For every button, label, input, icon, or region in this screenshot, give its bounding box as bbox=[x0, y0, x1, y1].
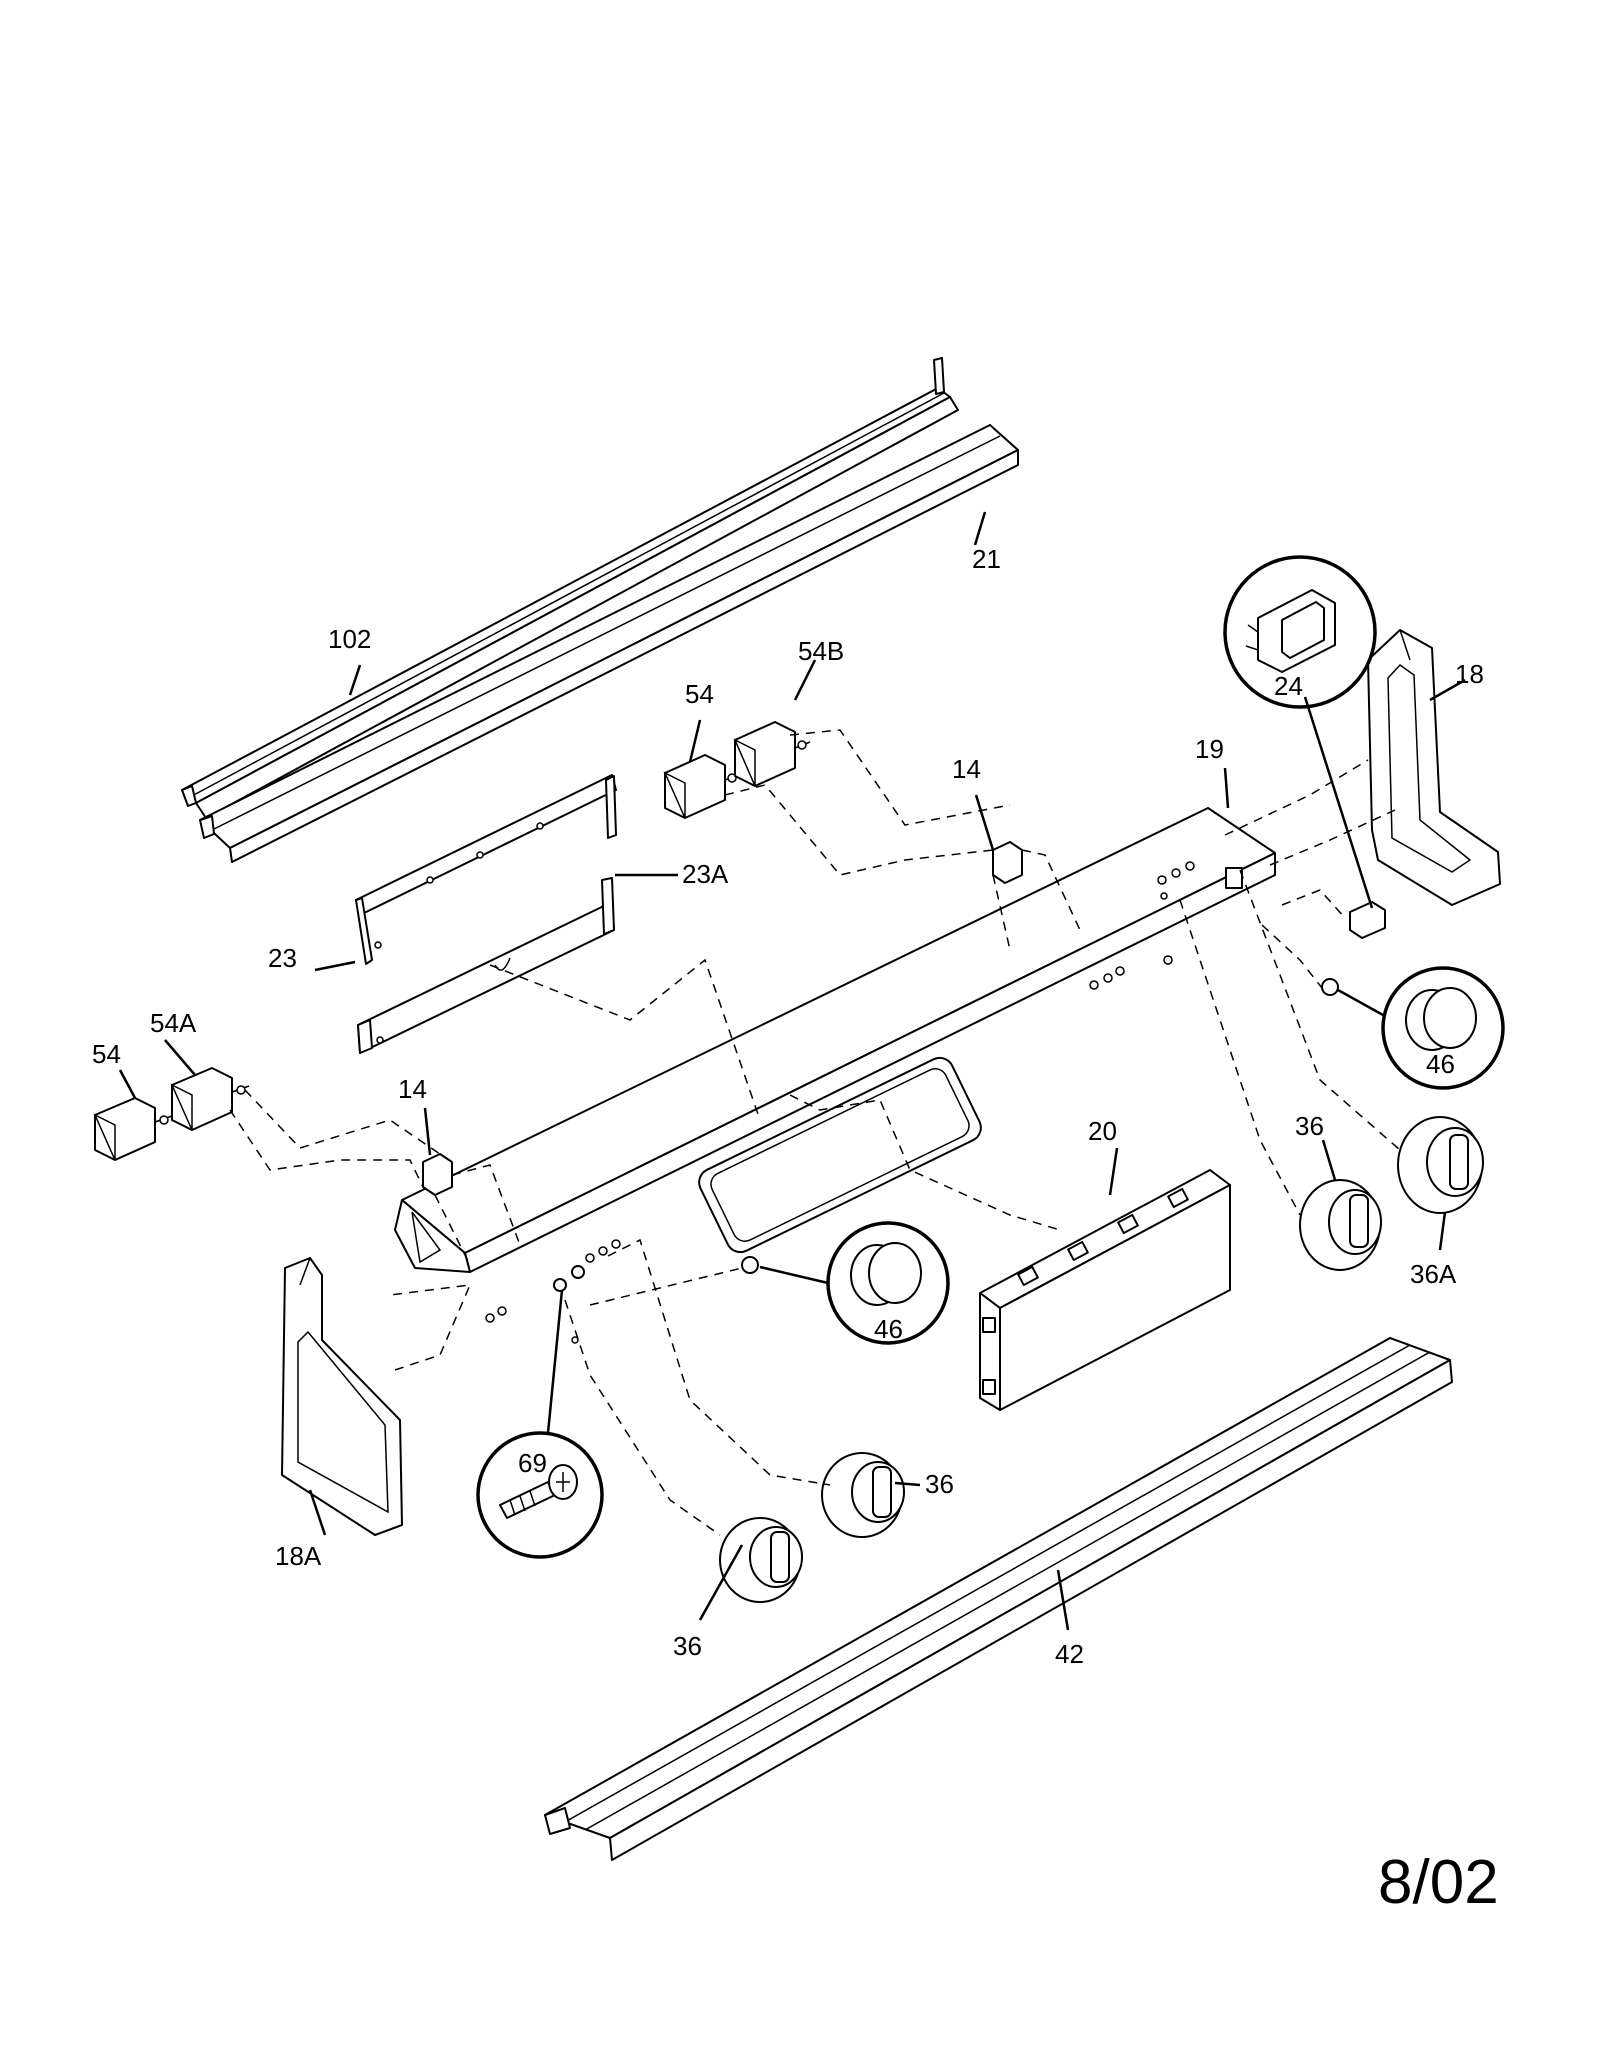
label-102: 102 bbox=[328, 624, 371, 654]
indicator-light-24-small bbox=[1349, 901, 1386, 939]
callout-24-indicator-light bbox=[1223, 555, 1377, 709]
knob-36-mid bbox=[821, 1452, 905, 1538]
switch-54a bbox=[170, 1067, 250, 1131]
clip-14-left bbox=[422, 1153, 453, 1196]
label-54-left: 54 bbox=[92, 1039, 121, 1069]
assembly-lines bbox=[229, 729, 1401, 1536]
label-46-right: 46 bbox=[1426, 1049, 1455, 1079]
label-18a: 18A bbox=[275, 1541, 322, 1571]
part-42-trim bbox=[544, 1337, 1453, 1861]
button-46-center-small bbox=[741, 1256, 759, 1274]
callout-46-right-button bbox=[1381, 966, 1505, 1090]
label-54-top: 54 bbox=[685, 679, 714, 709]
part-21-rail bbox=[199, 424, 1019, 863]
label-54b: 54B bbox=[798, 636, 844, 666]
switch-54-top bbox=[663, 754, 741, 819]
label-69: 69 bbox=[518, 1448, 547, 1478]
label-42: 42 bbox=[1055, 1639, 1084, 1669]
label-36-mid: 36 bbox=[925, 1469, 954, 1499]
label-36-right: 36 bbox=[1295, 1111, 1324, 1141]
label-21: 21 bbox=[972, 544, 1001, 574]
part-18a-end-cap bbox=[281, 1257, 403, 1536]
switch-54b bbox=[733, 721, 811, 787]
part-18-end-cap bbox=[1367, 629, 1501, 906]
label-14-left: 14 bbox=[398, 1074, 427, 1104]
part-102-rail bbox=[181, 357, 959, 819]
part-labels: 102 21 18 24 19 54 54B 14 23 23A 46 54A … bbox=[92, 544, 1484, 1669]
screw-69-small bbox=[553, 1265, 585, 1292]
callout-69-screw bbox=[476, 1431, 604, 1559]
label-24: 24 bbox=[1274, 671, 1303, 701]
switch-54-left bbox=[93, 1097, 173, 1161]
leader-lines bbox=[118, 511, 1466, 1631]
knob-36a bbox=[1397, 1116, 1484, 1214]
clip-14-top bbox=[992, 841, 1023, 884]
label-18: 18 bbox=[1455, 659, 1484, 689]
callout-46-center-button bbox=[826, 1221, 950, 1345]
part-19-control-panel bbox=[394, 807, 1276, 1344]
knob-36-right bbox=[1299, 1179, 1382, 1271]
button-46-right-small bbox=[1321, 978, 1339, 996]
part-23-bracket bbox=[355, 774, 617, 965]
knob-36-bottom bbox=[719, 1517, 803, 1603]
label-23a: 23A bbox=[682, 859, 729, 889]
label-19: 19 bbox=[1195, 734, 1224, 764]
part-23a-strip bbox=[357, 877, 615, 1054]
part-20-control-board bbox=[979, 1169, 1231, 1411]
label-54a: 54A bbox=[150, 1008, 197, 1038]
label-36-bottom: 36 bbox=[673, 1631, 702, 1661]
revision-date: 8/02 bbox=[1378, 1848, 1499, 1917]
label-14-top: 14 bbox=[952, 754, 981, 784]
label-23: 23 bbox=[268, 943, 297, 973]
label-36a: 36A bbox=[1410, 1259, 1457, 1289]
label-20: 20 bbox=[1088, 1116, 1117, 1146]
label-46-center: 46 bbox=[874, 1314, 903, 1344]
